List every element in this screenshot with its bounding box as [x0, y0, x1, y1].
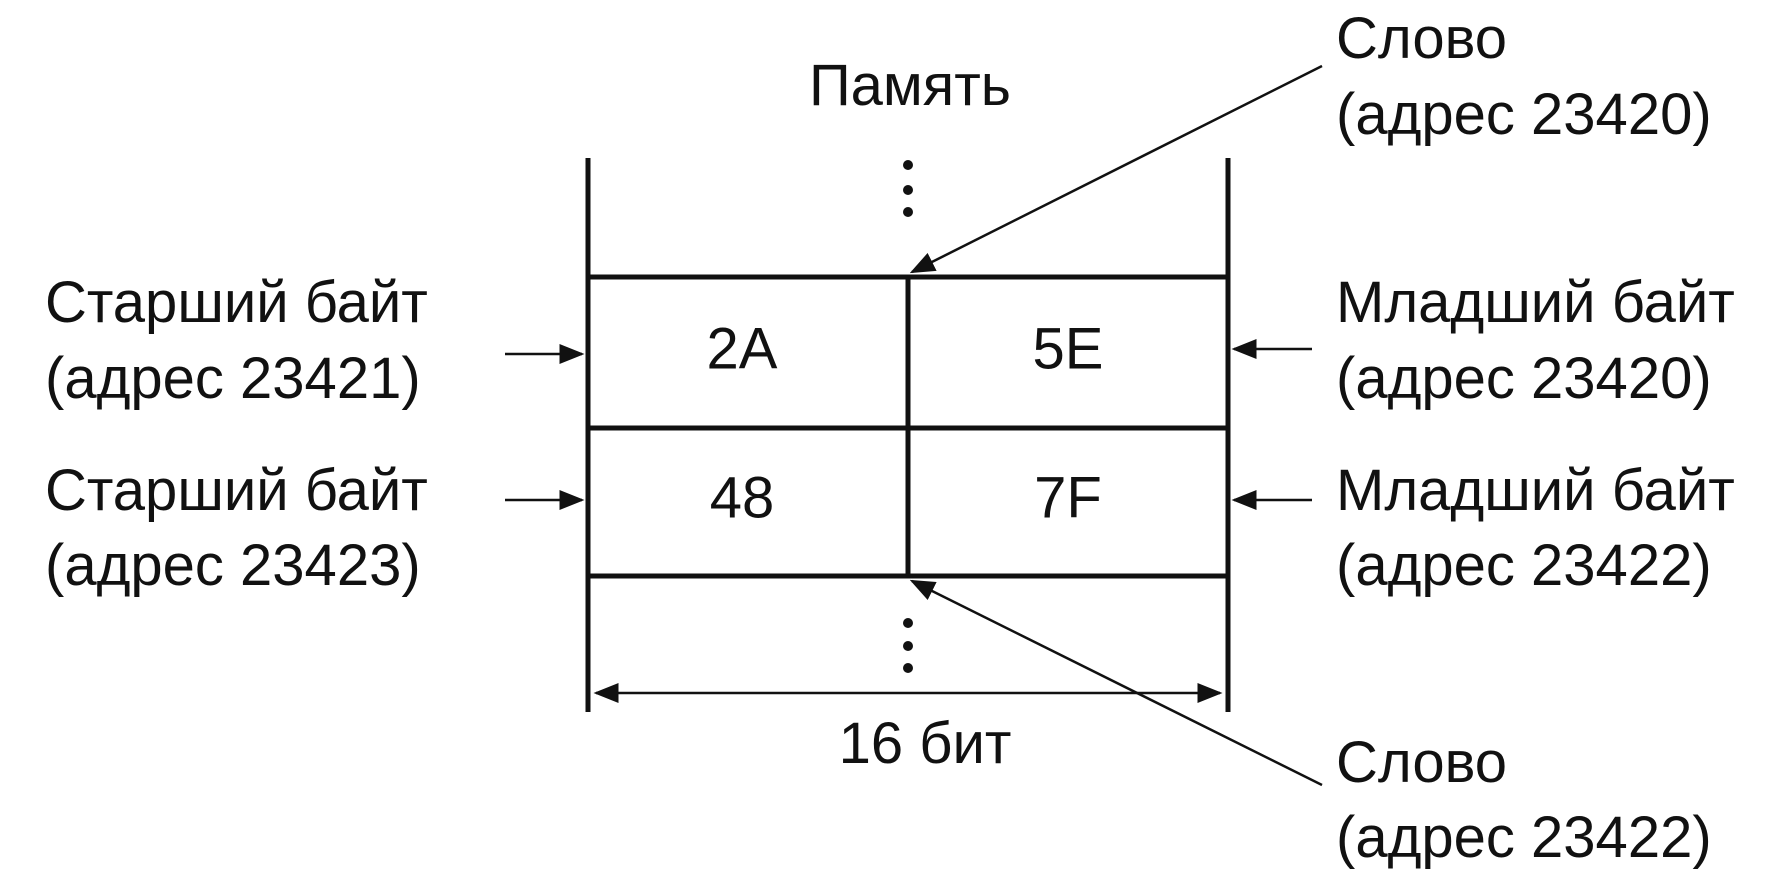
word-arrow-top	[909, 64, 1323, 274]
left-label-1-line-1: Старший байт	[45, 270, 428, 335]
left-label-2-line-2: (адрес 23423)	[45, 533, 421, 598]
width-label: 16 бит	[839, 711, 1012, 776]
ellipsis-top	[903, 160, 913, 217]
right-label-2-line-1: Младший байт	[1336, 458, 1735, 523]
word-label-bottom: Слово (адрес 23422)	[1336, 730, 1712, 870]
cell-low-byte-row-1: 5E	[1033, 316, 1104, 381]
left-label-high-byte-1: Старший байт (адрес 23421)	[45, 270, 428, 411]
word-label-bottom-line-1: Слово	[1336, 730, 1507, 795]
word-label-top-line-1: Слово	[1336, 6, 1507, 71]
right-label-1-line-1: Младший байт	[1336, 270, 1735, 335]
right-label-2-line-2: (адрес 23422)	[1336, 533, 1712, 598]
word-label-top: Слово (адрес 23420)	[1336, 6, 1712, 147]
right-label-low-byte-1: Младший байт (адрес 23420)	[1336, 270, 1735, 411]
left-label-2-line-1: Старший байт	[45, 458, 428, 523]
memory-title: Память	[809, 53, 1011, 118]
left-label-1-line-2: (адрес 23421)	[45, 346, 421, 411]
cell-high-byte-row-1: 2A	[707, 316, 778, 381]
right-label-1-line-2: (адрес 23420)	[1336, 346, 1712, 411]
right-label-low-byte-2: Младший байт (адрес 23422)	[1336, 458, 1735, 598]
left-label-high-byte-2: Старший байт (адрес 23423)	[45, 458, 428, 598]
word-label-bottom-line-2: (адрес 23422)	[1336, 805, 1712, 870]
word-arrow-bottom	[909, 579, 1323, 787]
word-label-top-line-2: (адрес 23420)	[1336, 82, 1712, 147]
cell-low-byte-row-2: 7F	[1034, 465, 1102, 530]
ellipsis-bottom	[903, 618, 913, 673]
cell-high-byte-row-2: 48	[710, 465, 775, 530]
